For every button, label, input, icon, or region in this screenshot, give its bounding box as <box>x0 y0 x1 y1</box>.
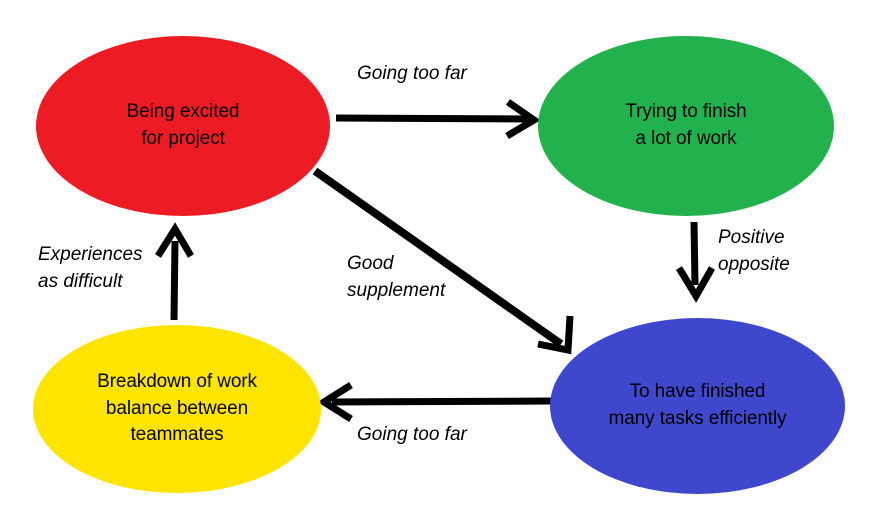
arrow-red-to-green <box>335 99 541 140</box>
edge-label-red-to-blue: Good supplement <box>347 253 446 301</box>
edge-label-yellow-to-red: Experiences as difficult <box>38 244 143 292</box>
node-label-blue: To have finished many tasks efficiently <box>608 381 787 429</box>
node-label-yellow: Breakdown of work balance between teamma… <box>97 370 257 446</box>
node-trying-to-finish[interactable]: Trying to finish a lot of work <box>538 36 834 216</box>
arrow-blue-to-yellow <box>317 382 553 422</box>
node-label-green: Trying to finish a lot of work <box>625 101 747 149</box>
node-label-red: Being excited for project <box>126 101 240 149</box>
edge-label-blue-to-yellow: Going too far <box>357 424 467 445</box>
edge-label-green-to-blue: Positive opposite <box>718 227 790 275</box>
node-breakdown-of-work[interactable]: Breakdown of work balance between teamma… <box>33 325 321 493</box>
node-to-have-finished[interactable]: To have finished many tasks efficiently <box>550 318 845 494</box>
node-being-excited[interactable]: Being excited for project <box>36 36 330 216</box>
arrow-green-to-blue <box>676 221 716 303</box>
edge-label-red-to-green: Going too far <box>357 63 467 84</box>
arrow-yellow-to-red <box>155 222 195 321</box>
